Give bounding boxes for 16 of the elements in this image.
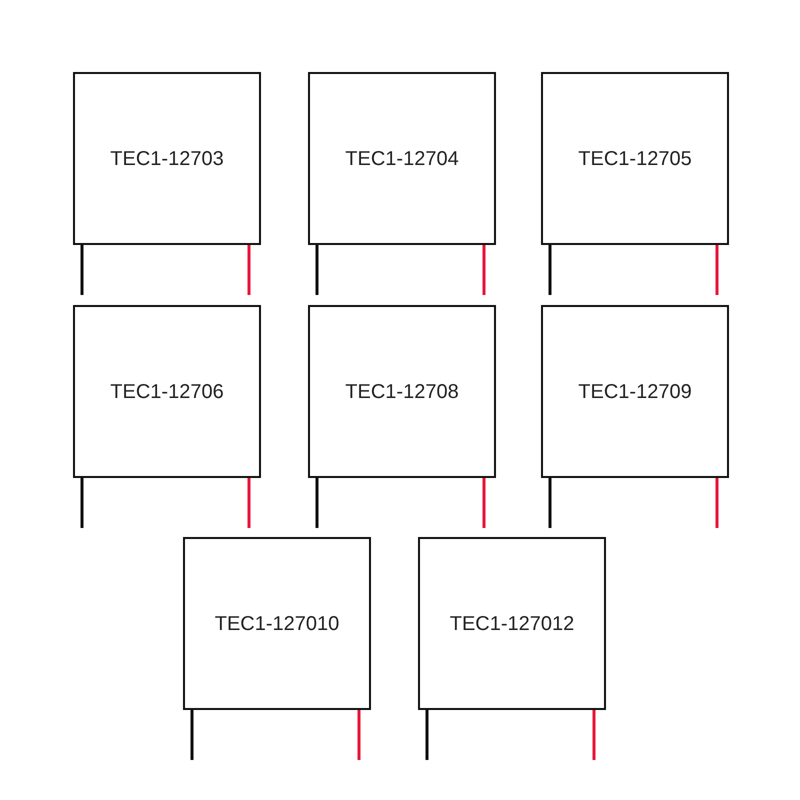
model-label: TEC1-12709 xyxy=(578,380,692,404)
module-box xyxy=(73,305,261,478)
model-label: TEC1-12708 xyxy=(345,380,459,404)
module-box xyxy=(541,305,729,478)
module-box xyxy=(541,72,729,245)
model-label: TEC1-127010 xyxy=(214,612,340,636)
model-label: TEC1-12703 xyxy=(110,146,224,172)
model-label: TEC1-12706 xyxy=(110,380,224,404)
module-box xyxy=(308,305,496,478)
module-box xyxy=(308,72,496,245)
model-label: TEC1-127012 xyxy=(450,612,574,636)
model-label: TEC1-12704 xyxy=(345,146,459,172)
model-label: TEC1-12705 xyxy=(578,146,692,172)
module-box xyxy=(73,72,261,245)
module-box xyxy=(183,537,371,710)
module-box xyxy=(418,537,606,710)
